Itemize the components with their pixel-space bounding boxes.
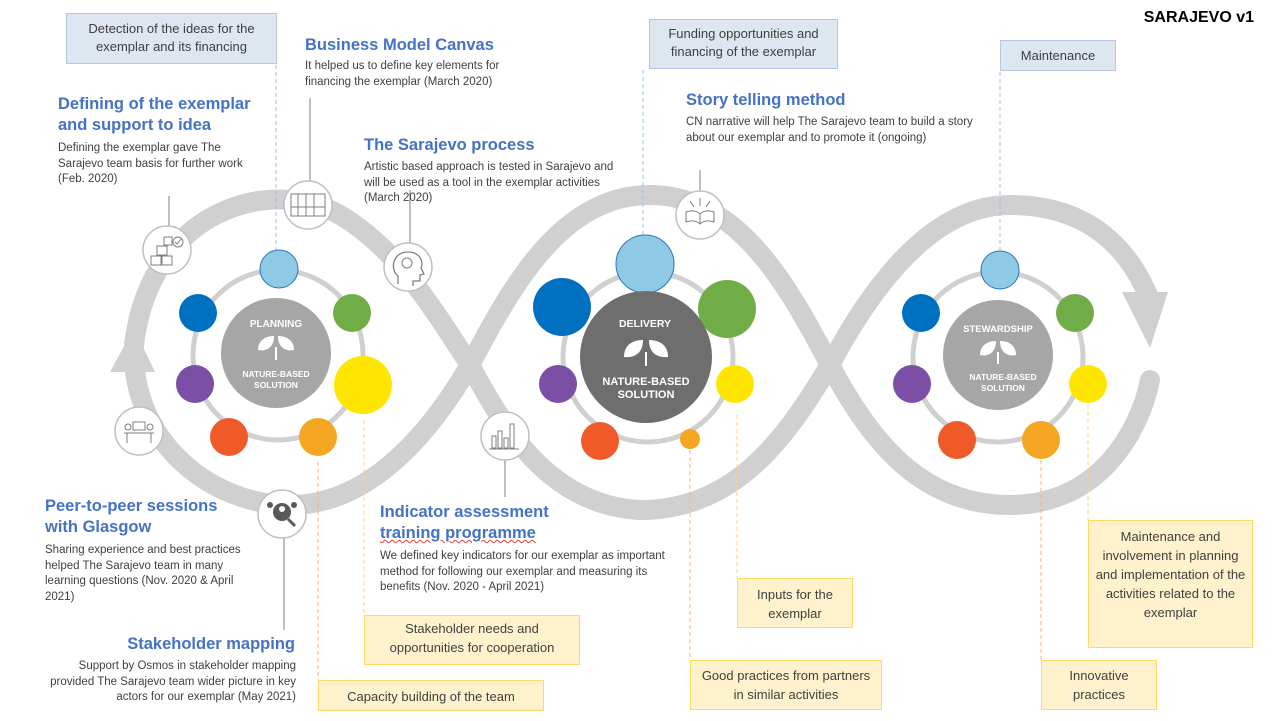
canvas-grid-icon: [283, 180, 333, 230]
stewardship-node-light-blue: [980, 250, 1020, 290]
planning-node-purple: [176, 365, 214, 403]
peer-desc: Sharing experience and best practices he…: [45, 544, 241, 603]
stewardship-node-red: [938, 421, 976, 459]
maintenance-involvement-box: Maintenance and involvement in planning …: [1088, 520, 1253, 648]
bmc-title: Business Model Canvas: [305, 36, 494, 54]
leaf-icon: [258, 336, 294, 360]
leaf-icon: [624, 340, 668, 366]
brain-head-icon: [383, 242, 433, 292]
people-search-icon: [257, 489, 307, 539]
stewardship-node-dark-blue: [902, 294, 940, 332]
innovative-practices-box: Innovative practices: [1041, 660, 1157, 710]
leaf-icon: [980, 341, 1016, 364]
stakeholder-title: Stakeholder mapping: [127, 635, 295, 653]
ribbon-right-bottom: [820, 355, 1160, 516]
planning-hub-label: PLANNING: [250, 319, 302, 330]
diagram-version-title: SARAJEVO v1: [1143, 9, 1254, 26]
delivery-hub-sub1: NATURE-BASED: [602, 376, 689, 388]
delivery-cluster: DELIVERY NATURE-BASED SOLUTION: [533, 234, 756, 460]
defining-desc: Defining the exemplar gave The Sarajevo …: [58, 142, 243, 185]
stewardship-node-green: [1056, 294, 1094, 332]
ribbon-right-top: [820, 194, 1160, 375]
stewardship-hub-sub2: SOLUTION: [981, 383, 1025, 393]
funding-box: Funding opportunities and financing of t…: [649, 19, 838, 69]
bmc-desc: It helped us to define key elements for …: [305, 60, 500, 88]
open-book-icon: [675, 190, 725, 240]
process-desc: Artistic based approach is tested in Sar…: [364, 161, 614, 204]
planning-cluster: PLANNING NATURE-BASED SOLUTION: [176, 249, 392, 456]
indicator-title-line1: Indicator assessment: [380, 503, 549, 521]
planning-node-dark-blue: [179, 294, 217, 332]
delivery-node-green: [698, 280, 756, 338]
delivery-node-red: [581, 422, 619, 460]
delivery-hub-sub2: SOLUTION: [618, 389, 675, 401]
stewardship-node-yellow: [1069, 365, 1107, 403]
defining-title: Defining of the exemplar and support to …: [58, 95, 251, 134]
planning-node-light-blue: [259, 249, 299, 289]
delivery-node-purple: [539, 365, 577, 403]
arrow-head-right: [1122, 292, 1168, 348]
story-desc: CN narrative will help The Sarajevo team…: [686, 116, 973, 144]
delivery-hub-label: DELIVERY: [619, 318, 671, 330]
planning-node-orange: [299, 418, 337, 456]
good-practices-box: Good practices from partners in similar …: [690, 660, 882, 710]
stewardship-node-orange: [1022, 421, 1060, 459]
bar-chart-icon: [480, 411, 530, 461]
stewardship-cluster: STEWARDSHIP NATURE-BASED SOLUTION: [893, 250, 1107, 459]
ribbon-middle-bottom: [630, 355, 840, 520]
connector-lines: [168, 65, 1089, 680]
process-title: The Sarajevo process: [364, 136, 535, 154]
delivery-node-light-blue: [615, 234, 675, 294]
inputs-box: Inputs for the exemplar: [737, 578, 853, 628]
indicator-title: Indicator assessment training programme: [380, 502, 640, 544]
indicator-desc: We defined key indicators for our exempl…: [380, 550, 665, 593]
detection-box: Detection of the ideas for the exemplar …: [66, 13, 277, 64]
planning-node-red: [210, 418, 248, 456]
delivery-node-orange: [680, 429, 700, 449]
planning-hub-sub1: NATURE-BASED: [242, 369, 309, 379]
ribbon-middle-top: [460, 184, 840, 375]
story-title: Story telling method: [686, 91, 846, 109]
stakeholder-needs-box: Stakeholder needs and opportunities for …: [364, 615, 580, 665]
capacity-building-box: Capacity building of the team: [318, 680, 544, 711]
peer-title: Peer-to-peer sessions with Glasgow: [45, 497, 218, 536]
stewardship-hub-label: STEWARDSHIP: [963, 324, 1033, 335]
stakeholder-desc: Support by Osmos in stakeholder mapping …: [50, 660, 296, 703]
planning-hub-sub2: SOLUTION: [254, 380, 298, 390]
maintenance-box: Maintenance: [1000, 40, 1116, 71]
delivery-node-dark-blue: [533, 278, 591, 336]
indicator-title-line2: training programme: [380, 524, 536, 542]
checklist-boxes-icon: [142, 225, 192, 275]
planning-node-yellow: [334, 356, 392, 414]
meeting-table-icon: [114, 406, 164, 456]
stewardship-node-purple: [893, 365, 931, 403]
stewardship-hub-sub1: NATURE-BASED: [969, 372, 1036, 382]
delivery-node-yellow: [716, 365, 754, 403]
planning-node-green: [333, 294, 371, 332]
arrow-head-left: [110, 328, 155, 372]
